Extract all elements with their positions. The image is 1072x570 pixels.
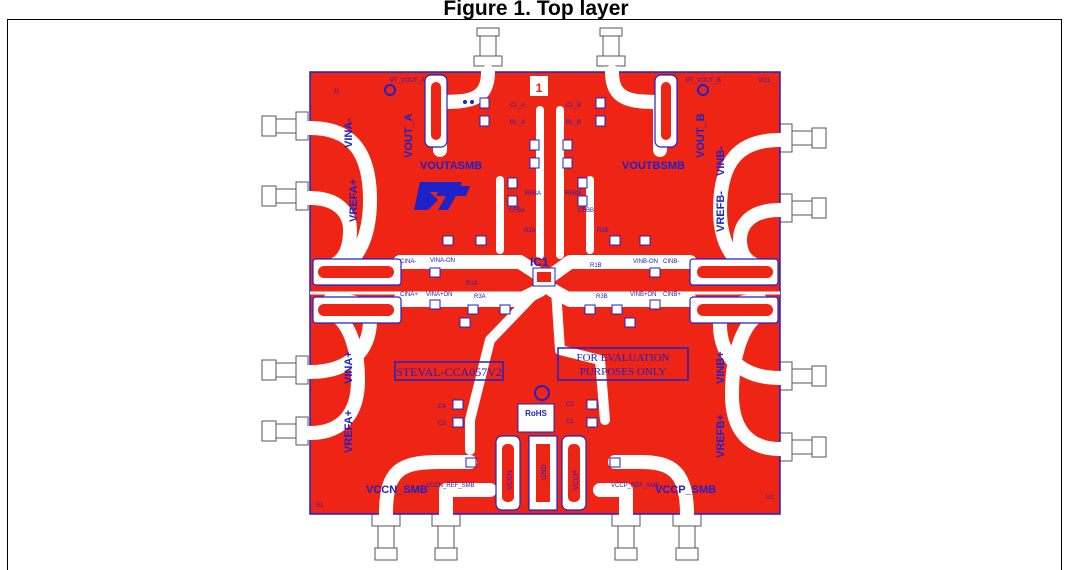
sma-connector-right-1 [779,123,827,153]
pin1-marker: 1 [536,81,543,95]
rohs-badge [517,403,555,433]
label-r1b: R1B [590,263,602,269]
label-cinb-plus: CINB+ [663,292,681,298]
sma-connector-right-4 [779,432,827,462]
label-rfba: RFBA [525,191,541,197]
label-rl-b: RL_B [566,120,581,126]
label-vout-a: VOUT_A [403,113,415,158]
label-c4: C4 [438,404,446,410]
board-name-box [394,361,504,381]
corner-mark-bottom-right: U1 [766,495,774,501]
label-cinb-minus: CINB- [663,259,679,265]
label-cfbb: CFBB [578,208,594,214]
label-cfba: CFBA [509,208,525,214]
label-vina-plus: VINA+ [343,351,355,384]
label-pt-vout-a: PT_VOUT_A [390,78,425,84]
sma-connector-left-3 [261,355,309,385]
label-vccp: VCCP [573,470,580,490]
test-points [384,84,709,96]
label-vccp-smb: VCCP_SMB [655,484,716,496]
label-vinb-plus-on: VINB+ON [630,292,657,298]
label-vccn-ref-smb: VCCN_REF_SMB [426,483,475,489]
ic1-body [537,272,551,282]
notice-line-2: PURPOSES ONLY [580,366,667,378]
label-vinb-minus: VINB- [715,146,727,176]
figure-title: Figure 1. Top layer [443,0,629,20]
sma-connector-left-2 [261,181,309,211]
label-vina-minus: VINA- [343,118,355,148]
label-vccp-ref-smb: VCCP_REF_SMB [611,483,659,489]
sma-connector-top-b [596,27,626,67]
label-r1a: R1A [466,281,478,287]
label-vrefb-minus: VREFB- [715,191,727,232]
sma-connector-left-1 [261,111,309,141]
label-rfbb: RFBB [565,191,581,197]
sma-connector-right-3 [779,361,827,391]
testpoint-vout-a [384,84,396,96]
sma-connector-bottom-3 [611,513,641,561]
label-r2b: R2B [597,228,609,234]
label-vinb-on: VINB-ON [633,259,658,265]
label-ic1: IC1 [530,255,549,269]
smd-footprints [429,97,661,468]
label-vccn-smb: VCCN_SMB [366,484,428,496]
figure-frame [7,19,1062,570]
label-voutbsmb: VOUTBSMB [622,160,685,172]
label-vinb-plus: VINB+ [715,351,727,384]
via-dots [463,100,474,104]
label-c3: C3 [438,421,446,427]
sma-connector-bottom-2 [431,513,461,561]
label-voutasmb: VOUTASMB [420,160,482,172]
notice-line-1: FOR EVALUATION [577,352,670,364]
corner-mark-top-right: VG1 [758,78,771,84]
label-r2a: R2A [524,228,536,234]
st-logo [414,182,470,210]
label-cl-a: CL_A [510,103,525,109]
label-vrefa-plus-top: VREFA+ [348,179,360,222]
copyright-symbol [534,385,550,401]
label-vrefb-plus: VREFB+ [715,414,727,458]
label-vina-on: VINA-ON [430,258,455,264]
label-pt-vout-b: PT_VOUT_B [686,78,721,84]
notice-box [557,347,689,381]
label-vrefa-plus-bottom: VREFA+ [343,410,355,453]
edge-connectors [261,27,827,561]
label-rl-a: RL_A [510,120,525,126]
label-cl-b: CL_B [566,103,581,109]
label-r3a: R3A [474,294,486,300]
rohs-label: RoHS [525,409,547,418]
label-vina-plus-on: VINA+ON [426,292,453,298]
board-name: STEVAL-CCA057V2 [396,365,502,379]
label-cina-minus: CINA- [400,259,416,265]
sma-connector-left-4 [261,416,309,446]
label-cina-plus: CINA+ [400,292,418,298]
testpoint-vout-b [697,84,709,96]
sma-connector-right-2 [779,193,827,223]
label-c2: C2 [566,402,574,408]
label-vccn: VCCN [507,470,514,490]
corner-mark-top-left: J1 [333,89,340,95]
label-c1: C1 [566,419,574,425]
corner-mark-bottom-left: S1 [316,503,324,509]
label-vout-b: VOUT_B [695,113,707,158]
label-gnd: GND [541,464,548,480]
pad-inner-fills [318,82,773,502]
pin1-marker-box [530,76,548,96]
label-r3b: R3B [596,294,608,300]
sma-connector-top-a [473,27,503,67]
